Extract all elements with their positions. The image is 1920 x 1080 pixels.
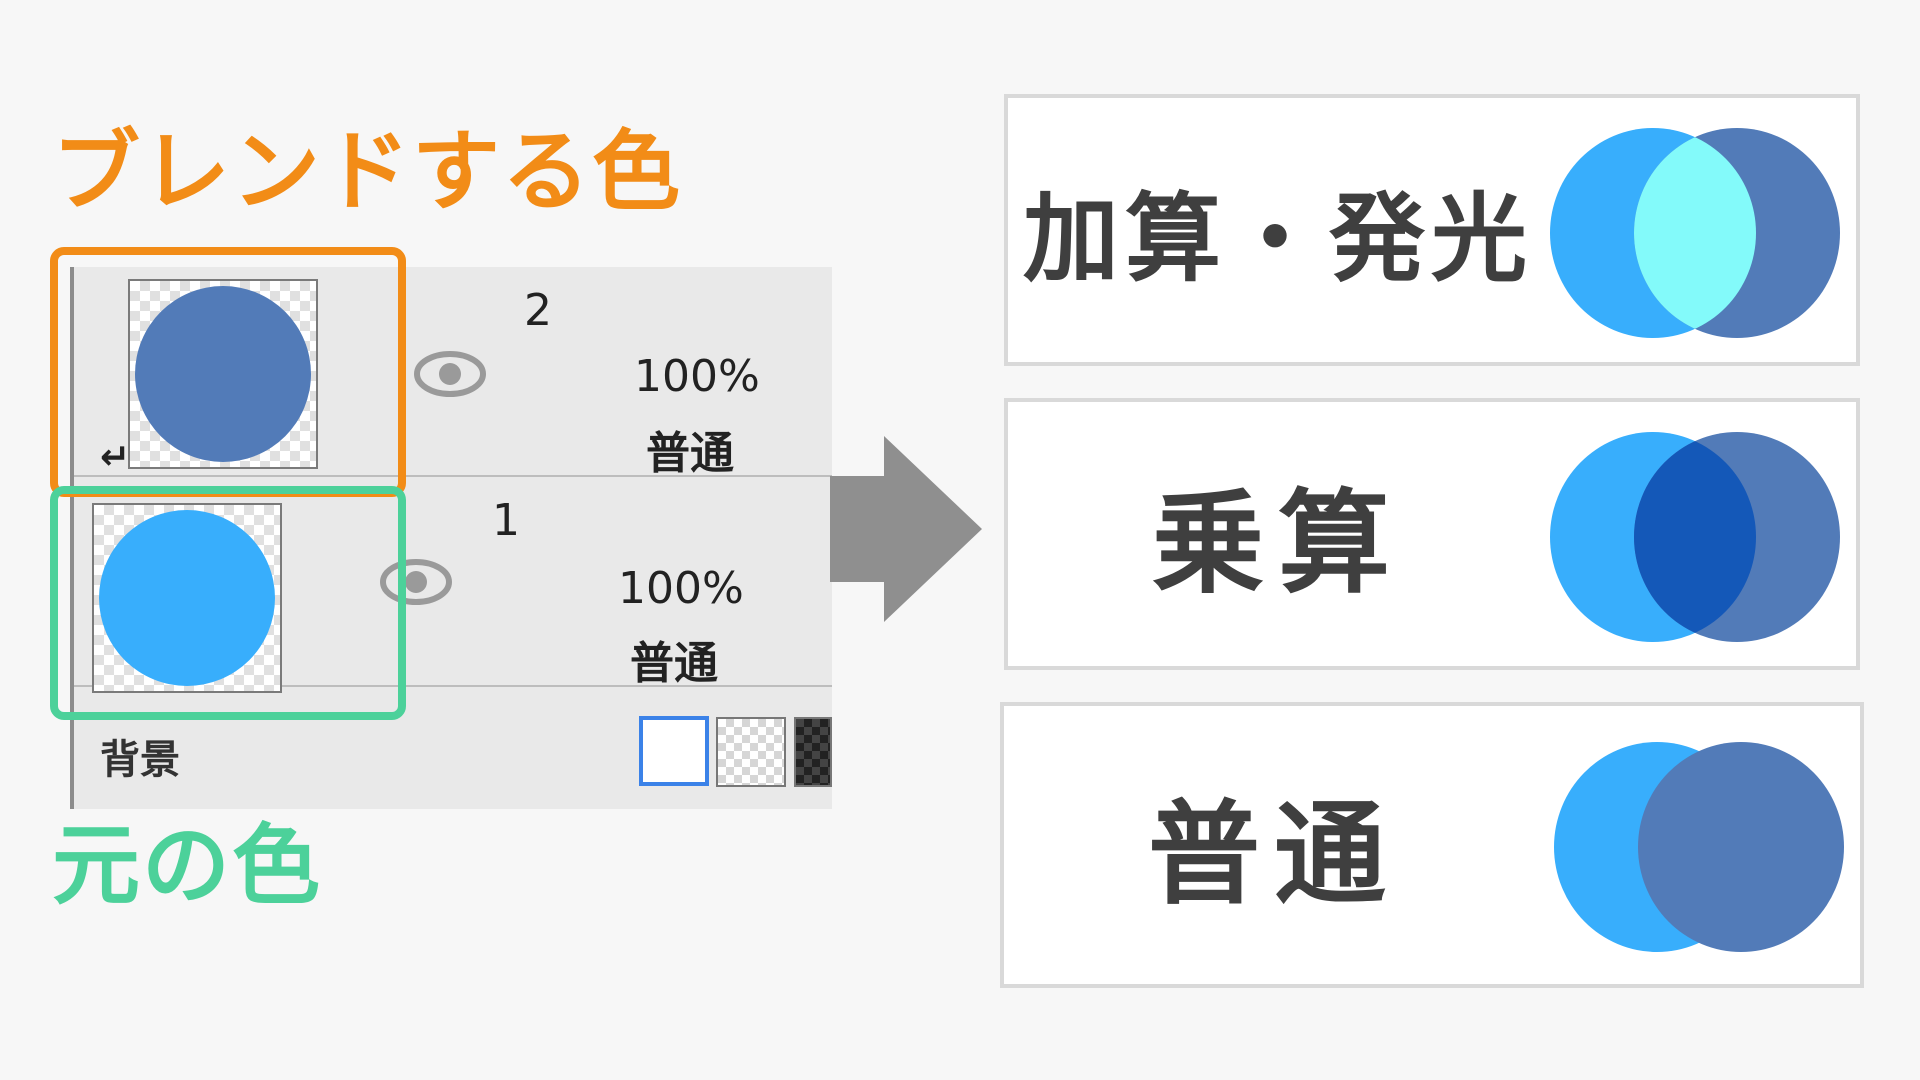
- background-label: 背景: [100, 737, 180, 783]
- layer-opacity: 100%: [634, 351, 760, 402]
- layer-thumbnail[interactable]: [128, 279, 318, 469]
- base-color-disc: [99, 510, 275, 686]
- blend-mode-title: 普通: [1148, 790, 1400, 920]
- arrow-right-icon: [830, 436, 982, 622]
- result-card-normal: 普通: [1000, 702, 1864, 988]
- base-color-label: 元の色: [52, 814, 323, 917]
- background-white-swatch[interactable]: [639, 716, 709, 786]
- result-card-multiply: 乗算: [1004, 398, 1860, 670]
- layer-opacity: 100%: [618, 563, 744, 614]
- background-dark-swatch[interactable]: [794, 717, 832, 787]
- blend-layer-highlight: [50, 247, 406, 497]
- layer-row-2[interactable]: ↵ 2 100% 普通: [74, 267, 832, 479]
- layer-number: 1: [492, 495, 520, 546]
- layer-panel: ↵ 2 100% 普通 1 100% 普通 背景: [70, 267, 832, 809]
- venn-multiply-icon: [1550, 432, 1840, 642]
- blend-color-label: ブレンドする色: [52, 120, 683, 223]
- venn-normal-icon: [1554, 742, 1844, 952]
- result-card-add: 加算・発光: [1004, 94, 1860, 366]
- blend-mode-title: 加算・発光: [1023, 182, 1533, 295]
- layer-blend-mode: 普通: [646, 428, 734, 479]
- background-transparent-swatch[interactable]: [716, 717, 786, 787]
- layer-thumbnail[interactable]: [92, 503, 282, 693]
- layer-blend-mode: 普通: [630, 638, 718, 689]
- base-layer-highlight: [50, 486, 406, 720]
- clipping-arrow-icon: ↵: [100, 437, 131, 478]
- blend-color-disc: [135, 286, 311, 462]
- venn-add-icon: [1550, 128, 1840, 338]
- layer-row-1[interactable]: [74, 477, 832, 687]
- eye-icon[interactable]: [414, 349, 486, 399]
- eye-icon[interactable]: [380, 557, 452, 607]
- layer-number: 2: [524, 285, 552, 336]
- blend-mode-title: 乗算: [1152, 479, 1404, 609]
